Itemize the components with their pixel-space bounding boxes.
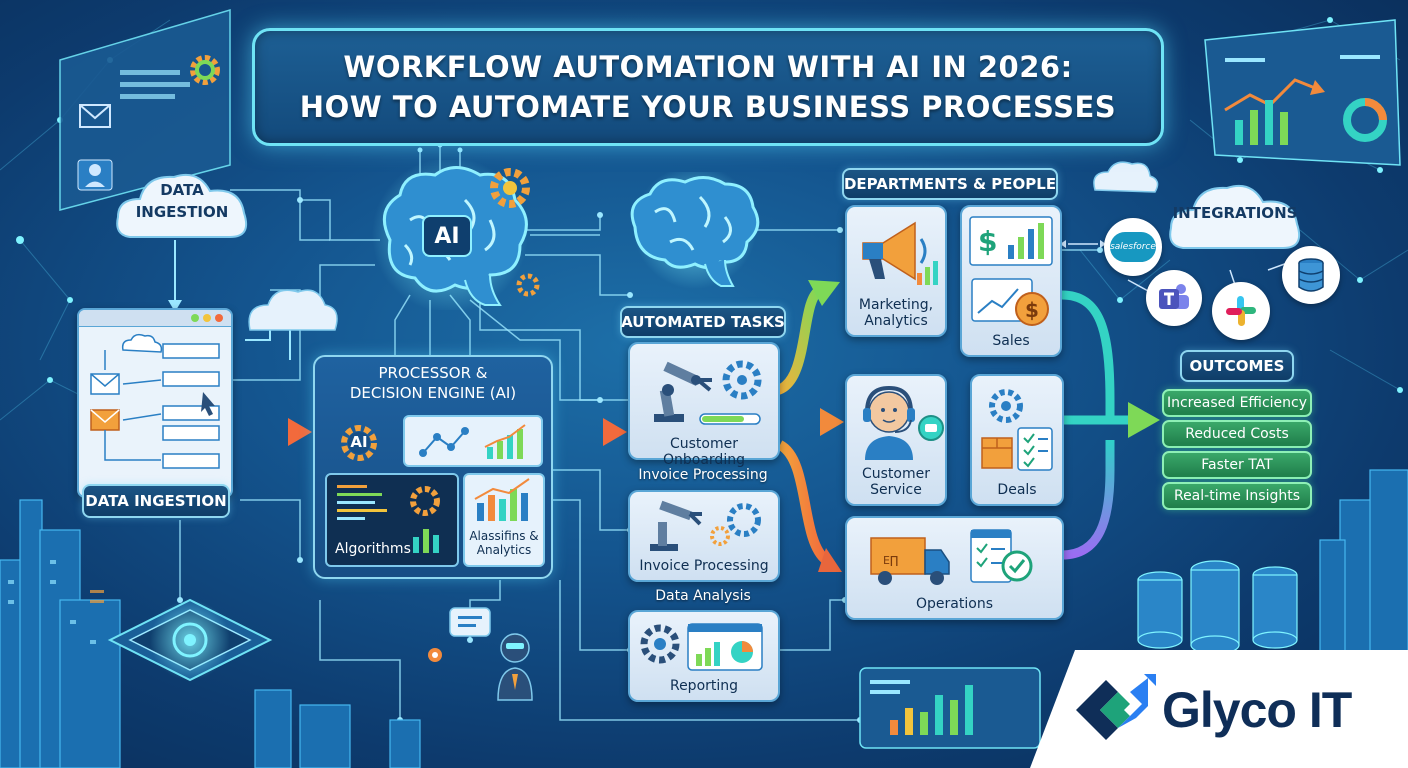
outcome-reduced-costs: Reduced Costs [1162, 420, 1312, 448]
analytics-panel: Alassifins & Analytics [463, 473, 545, 567]
cloud-label-line-1: DATA [160, 181, 204, 199]
customer-onboarding-card[interactable]: Customer Onboarding [628, 342, 780, 468]
operations-label: Operations [916, 596, 993, 612]
ingestion-flow-icon [90, 333, 220, 469]
title-line-1: WORKFLOW AUTOMATION WITH AI IN 2026: [343, 50, 1073, 84]
reporting-icon [640, 623, 763, 671]
processor-ai-text: AI [350, 433, 368, 451]
salesforce-text: salesforce [1110, 242, 1156, 252]
bar-chart-icon [474, 478, 530, 521]
deals-label: Deals [997, 482, 1037, 498]
headset-agent-icon [863, 385, 944, 460]
marketing-analytics-card[interactable]: Marketing, Analytics [845, 205, 947, 337]
algorithms-label: Algorithms [335, 541, 411, 557]
integrations-header: INTEGRATIONS [1172, 204, 1298, 222]
sales-card[interactable]: $ $ Sales [960, 205, 1062, 357]
deals-card[interactable]: Deals [970, 374, 1064, 506]
database-icon [1282, 246, 1340, 304]
marketing-line-2: Analytics [864, 313, 928, 329]
deals-icon [981, 389, 1053, 471]
marketing-analytics-label: Marketing, Analytics [847, 297, 945, 329]
network-chart-icon [419, 424, 526, 459]
brand-logo: Glyco IT [1066, 668, 1396, 752]
truck-text: E∏ [883, 554, 898, 567]
outcome-real-time-insights: Real-time Insights [1162, 482, 1312, 510]
processor-title-line-1: PROCESSOR & [378, 364, 488, 382]
code-icon [337, 485, 440, 553]
brain-icon-2 [630, 165, 760, 289]
outcomes-header: OUTCOMES [1180, 350, 1294, 382]
cloud-icon-2 [1169, 184, 1301, 249]
invoice-processing-label: Invoice Processing [639, 558, 769, 574]
invoice-processing-section-label: Invoice Processing [638, 467, 768, 483]
svg-text:$: $ [1025, 298, 1039, 322]
title-banner: WORKFLOW AUTOMATION WITH AI IN 2026: HOW… [252, 28, 1164, 146]
automated-tasks-header: AUTOMATED TASKS [620, 306, 786, 338]
outcome-faster-tat: Faster TAT [1162, 451, 1312, 479]
gear-icon [341, 425, 377, 461]
cloud-icon [116, 173, 248, 238]
sales-chart-icon: $ $ [969, 216, 1053, 326]
outcome-increased-efficiency: Increased Efficiency [1162, 389, 1312, 417]
customer-service-label: Customer Service [847, 466, 945, 498]
analytics-label-line-1: Alassifins & [469, 529, 539, 543]
svg-text:$: $ [978, 225, 997, 258]
marketing-line-1: Marketing, [858, 297, 934, 313]
data-analysis-label: Data Analysis [655, 588, 751, 604]
analytics-label-line-2: Analytics [476, 543, 532, 557]
data-ingestion-label: DATA INGESTION [82, 484, 230, 518]
customer-service-line-2: Service [870, 482, 922, 498]
integrations-cloud: INTEGRATIONS [1165, 178, 1305, 254]
robot-arm-icon [654, 360, 762, 425]
brand-name: Glyco IT [1162, 682, 1352, 738]
cloud-label-line-2: INGESTION [135, 203, 229, 221]
ai-brain: AI [370, 157, 550, 313]
processor-ai-gear: AI [337, 423, 381, 463]
operations-card[interactable]: E∏ Operations [845, 516, 1064, 620]
data-ingestion-cloud: DATA INGESTION [112, 165, 252, 243]
data-ingestion-window [77, 308, 233, 498]
ai-badge: AI [422, 215, 472, 257]
processor-title-line-2: DECISION ENGINE (AI) [349, 384, 517, 402]
customer-onboarding-label: Customer Onboarding [663, 436, 745, 468]
processor-chart-panel [403, 415, 543, 467]
departments-header: DEPARTMENTS & PEOPLE [842, 168, 1058, 200]
salesforce-icon: salesforce [1104, 218, 1162, 276]
invoice-processing-card[interactable]: Invoice Processing [628, 490, 780, 582]
customer-service-card[interactable]: Customer Service [845, 374, 947, 506]
title-line-2: HOW TO AUTOMATE YOUR BUSINESS PROCESSES [299, 90, 1117, 124]
reporting-label: Reporting [669, 678, 739, 694]
glyco-logo-icon [1076, 674, 1156, 740]
sales-label: Sales [992, 333, 1030, 349]
algorithms-panel: Algorithms [325, 473, 459, 567]
truck-checklist-icon: E∏ [870, 529, 1033, 585]
reporting-card[interactable]: Reporting [628, 610, 780, 702]
secondary-brain [625, 165, 765, 292]
teams-icon [1146, 270, 1202, 326]
processor-decision-engine: PROCESSOR & DECISION ENGINE (AI) AI [313, 355, 553, 579]
customer-service-line-1: Customer [861, 466, 930, 482]
slack-icon [1212, 282, 1270, 340]
megaphone-icon [862, 221, 938, 285]
robot-arm-gear-icon [650, 500, 761, 551]
